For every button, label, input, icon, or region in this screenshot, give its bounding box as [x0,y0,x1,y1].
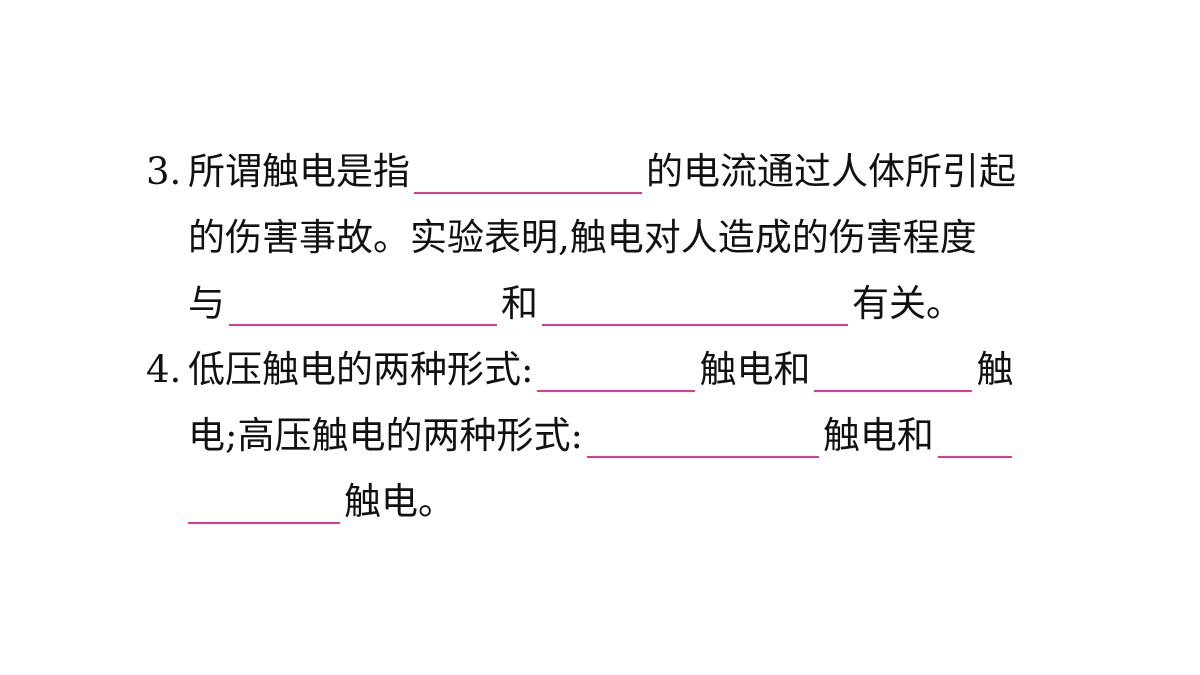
answer-blank-4c[interactable] [586,420,819,458]
answer-blank-4d-start[interactable] [937,420,1012,458]
answer-blank-4d-end[interactable] [188,486,340,524]
question-3-line-2: 的伤害事故。实验表明,触电对人造成的伤害程度 [188,216,977,260]
question-3-text: 的电流通过人体所引起 [646,150,1016,193]
question-3-text: 所谓触电是指 [188,150,410,193]
question-3-number: 3. [146,150,182,193]
question-4-line-1: 低压触电的两种形式: 触电和 触 [188,348,1013,392]
answer-blank-4a[interactable] [537,354,696,392]
answer-blank-3b[interactable] [229,288,497,326]
question-3-text: 和 [501,282,538,325]
question-4-text: 触电。 [344,480,455,523]
question-4-line-2: 电;高压触电的两种形式: 触电和 [188,414,1016,458]
question-3-text: 有关。 [852,282,963,325]
question-4-text: 触 [976,348,1014,391]
question-4-line-3: 触电。 [188,480,455,524]
answer-blank-3c[interactable] [542,288,848,326]
question-4-text: 触电和 [822,414,934,457]
answer-blank-3a[interactable] [414,156,642,194]
question-4-text: 触电和 [699,348,811,391]
question-4-text: 电;高压触电的两种形式: [188,414,583,457]
question-3-line-3: 与 和 有关。 [188,282,963,326]
question-4-number: 4. [146,348,182,391]
question-3-line-1: 所谓触电是指 的电流通过人体所引起 [188,150,1016,194]
answer-blank-4b[interactable] [814,354,973,392]
question-3-text: 与 [188,282,225,325]
question-3-text: 的伤害事故。实验表明,触电对人造成的伤害程度 [188,216,977,259]
question-4-text: 低压触电的两种形式: [188,348,534,391]
